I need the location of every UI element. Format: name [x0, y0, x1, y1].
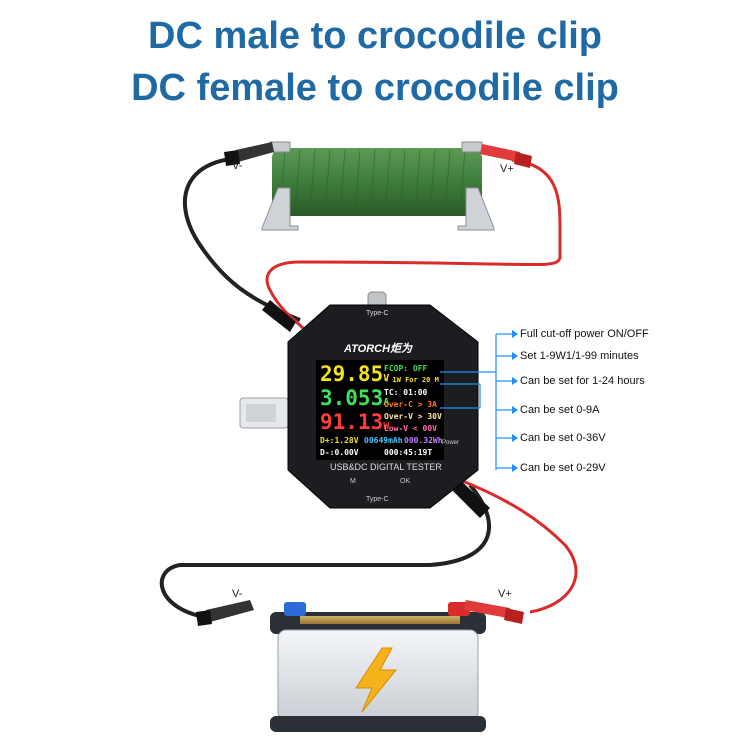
m-button[interactable]: M — [350, 478, 356, 485]
power-label: Power — [442, 440, 460, 446]
over-current-setting: Over-C > 3A — [384, 400, 437, 409]
red-clip-bottom — [464, 600, 524, 624]
annotation-lines — [440, 333, 512, 470]
port-label-bottom: Type-C — [366, 496, 389, 503]
dplus-reading: D+:1.28V — [320, 436, 359, 445]
annotation-arrows — [512, 330, 518, 472]
usb-dc-tester — [239, 291, 490, 518]
cutoff-setting: < 1W For 20 M — [384, 376, 439, 384]
red-wire-top — [265, 158, 562, 332]
low-voltage-setting: Low-V < 00V — [384, 424, 437, 433]
battery — [270, 602, 486, 732]
red-wire-bottom — [459, 478, 578, 614]
tc-setting: TC: 01:00 — [384, 388, 428, 397]
brand-label: ATORCH炬为 — [344, 343, 413, 355]
power-reading: 91.13W — [320, 410, 390, 434]
port-label-top: Type-C — [366, 310, 389, 317]
black-wire-top — [183, 156, 301, 322]
annotation-5: Can be set 0-36V — [520, 432, 606, 444]
dminus-reading: D-:0.00V — [320, 448, 359, 457]
fcop-status: FCOP: OFF — [384, 364, 428, 373]
mah-reading: 00649mAh — [364, 436, 403, 445]
black-clip-top — [224, 142, 274, 166]
device-footer: USB&DC DIGITAL TESTER — [330, 462, 442, 472]
timer-reading: 000:45:19T — [384, 448, 433, 457]
annotation-4: Can be set 0-9A — [520, 404, 600, 416]
voltage-reading: 29.85V — [320, 362, 390, 386]
annotation-2: Set 1-9W1/1-99 minutes — [520, 350, 639, 362]
ok-button[interactable]: OK — [400, 478, 411, 485]
clip-label-bottom-pos: V+ — [498, 588, 512, 600]
title-line-2: DC female to crocodile clip — [131, 67, 619, 109]
title-line-1: DC male to crocodile clip — [148, 15, 602, 57]
annotation-1: Full cut-off power ON/OFF — [520, 328, 649, 340]
wirewound-resistor — [261, 141, 495, 231]
black-wire-bottom — [159, 483, 492, 620]
clip-label-top-neg: V- — [232, 160, 243, 172]
clip-label-top-pos: V+ — [500, 163, 514, 175]
clip-label-bottom-neg: V- — [232, 588, 243, 600]
annotation-3: Can be set for 1-24 hours — [520, 375, 645, 387]
black-clip-bottom — [196, 600, 254, 626]
annotation-6: Can be set 0-29V — [520, 462, 606, 474]
over-voltage-setting: Over-V > 30V — [384, 412, 442, 421]
red-clip-top — [480, 144, 532, 168]
current-reading: 3.053A — [320, 386, 390, 410]
lightning-bolt-icon — [355, 647, 398, 713]
wh-reading: 000.32Wh — [404, 436, 443, 445]
